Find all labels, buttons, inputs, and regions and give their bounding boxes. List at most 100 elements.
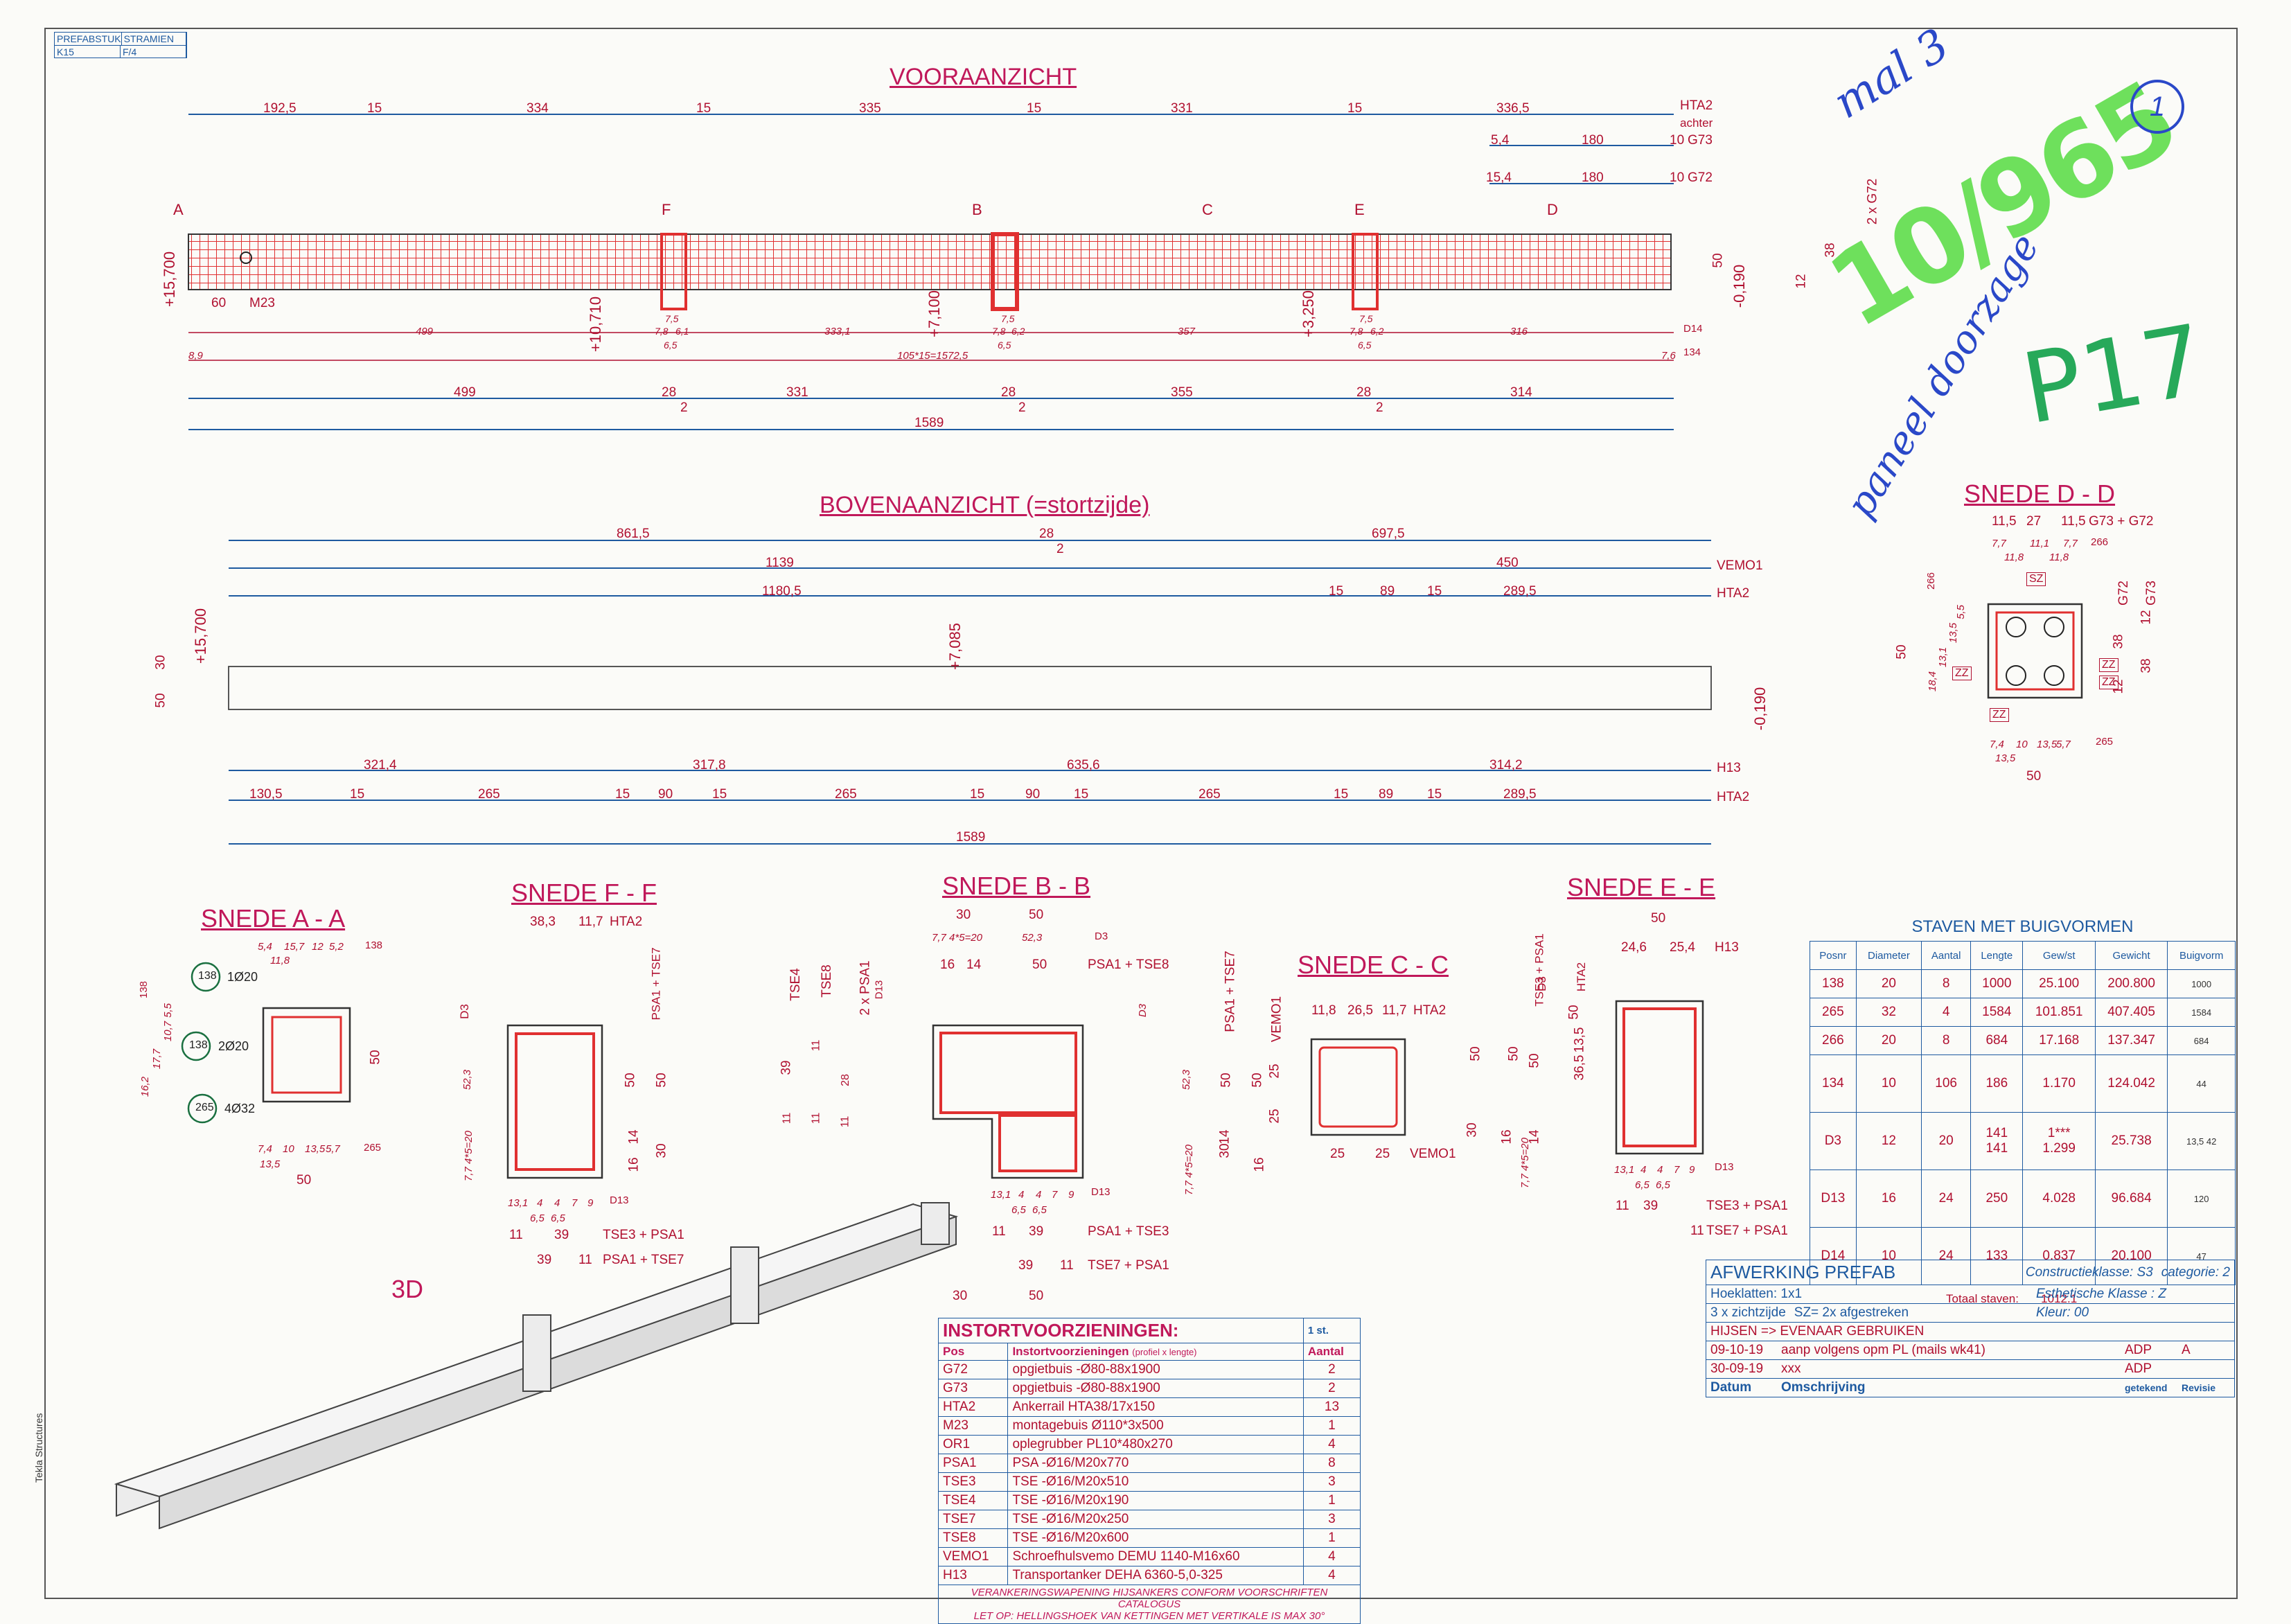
- front-col-mark: 6,2: [1370, 326, 1384, 337]
- sbb-left: 11: [781, 1112, 793, 1124]
- front-rebar: 316: [1510, 326, 1528, 337]
- afw-est: Z: [2158, 1287, 2166, 1301]
- sbb-left: 11: [810, 1039, 822, 1052]
- afw-ck: S3: [2137, 1264, 2153, 1280]
- staven-cell-value: 1.299: [2042, 1141, 2076, 1156]
- sdd-tag: ZZ: [2099, 658, 2118, 672]
- scc-bot: 25: [1330, 1147, 1345, 1161]
- saa-left: 17,7: [151, 1048, 163, 1070]
- top-bot-1-label: H13: [1717, 761, 1741, 775]
- stamp-v1: K15: [55, 46, 121, 58]
- sbb-bot1: 6,5: [1011, 1204, 1026, 1216]
- see-bot1: 6,5: [1635, 1179, 1649, 1191]
- saa-left: 5,5: [161, 1003, 174, 1018]
- saa-left: 16,2: [139, 1076, 152, 1097]
- staven-cell: 10: [1855, 1227, 1922, 1285]
- afw-est-label: Esthetische Klasse :: [2036, 1287, 2155, 1301]
- front-m23: 60: [211, 296, 227, 310]
- instort-note1: VERANKERINGSWAPENING HIJSANKERS CONFORM …: [971, 1587, 1328, 1610]
- see-top: 50: [1651, 911, 1666, 926]
- section-marker: A: [173, 201, 184, 218]
- staven-total-label: Totaal staven:: [1946, 1292, 2019, 1305]
- front-col-mark: 7,5: [665, 313, 679, 324]
- staven-bend-shape: 120: [2167, 1170, 2236, 1228]
- staven-cell: 25.738: [2094, 1112, 2168, 1170]
- front-dim-3: 355: [1171, 385, 1193, 400]
- section-aa-title: SNEDE A - A: [201, 904, 346, 933]
- front-m23: M23: [249, 296, 275, 310]
- instort-qty: 1: [1302, 1416, 1361, 1436]
- sbb-bot2: 39: [1029, 1224, 1044, 1239]
- scc-top: 26,5: [1347, 1003, 1373, 1018]
- front-dim-1: 15: [367, 101, 382, 116]
- sbb-left: 39: [779, 1060, 794, 1075]
- sff-bot1-tag: D13: [610, 1194, 629, 1206]
- stamp-h1: PREFABSTUK: [55, 33, 122, 45]
- top-bot-1: 321,4: [364, 758, 397, 773]
- section-ff: [506, 1024, 603, 1179]
- sdd-tag: ZZ: [1952, 667, 1972, 680]
- front-col-mark: 7,8: [992, 326, 1006, 337]
- front-dim-3: 28: [1001, 385, 1016, 400]
- instort-h-pos: Pos: [937, 1343, 1009, 1361]
- staven-header: Gewicht: [2094, 941, 2168, 970]
- afw-hoek-label: Hoeklatten:: [1710, 1287, 1778, 1301]
- see-bot1: 13,1: [1614, 1164, 1635, 1176]
- sbb-left: 11: [839, 1115, 851, 1128]
- see-top: 25,4: [1670, 940, 1695, 955]
- see-tag: HTA2: [1575, 962, 1589, 992]
- front-col-mark: 6,5: [664, 339, 678, 351]
- instort-pos: TSE8: [937, 1528, 1009, 1548]
- top-dim-3: 289,5: [1503, 584, 1537, 599]
- sbb-right: D3: [1137, 1003, 1149, 1018]
- staven-cell: 12: [1855, 1112, 1922, 1170]
- top-bot-2: 15: [1074, 787, 1089, 802]
- front-right-vert: 12: [1794, 274, 1809, 289]
- saa-top: 5,4: [258, 941, 272, 953]
- sff-bot2: 39: [554, 1228, 569, 1242]
- top-bot-2: 130,5: [249, 787, 283, 802]
- saa-left: 10,7: [162, 1021, 175, 1042]
- top-dim-1: 861,5: [617, 527, 650, 541]
- saa-left-tag: 138: [138, 980, 150, 999]
- section-cc-title: SNEDE C - C: [1298, 951, 1449, 979]
- see-bot1: 7: [1674, 1164, 1680, 1176]
- instort-pos: G72: [937, 1360, 1009, 1379]
- instort-title: INSTORTVOORZIENINGEN:: [938, 1318, 1304, 1343]
- front-spacing: 8,9: [188, 350, 203, 362]
- see-bot2: 11: [1616, 1199, 1629, 1213]
- sdd-top: G73 + G72: [2089, 514, 2154, 529]
- staven-cell: 16: [1855, 1170, 1922, 1228]
- sdd-left-tag: 266: [1925, 572, 1938, 590]
- staven-cell: 1000: [1970, 969, 2024, 998]
- front-dim-3: 331: [786, 385, 808, 400]
- front-col-mark: 7,8: [655, 326, 669, 337]
- instort-item: TSE -Ø16/M20x250: [1007, 1510, 1304, 1529]
- top-dim-3-label: HTA2: [1717, 586, 1750, 601]
- afw-ck-label: Constructieklasse:: [2025, 1264, 2134, 1280]
- front-rebar: 357: [1178, 326, 1196, 337]
- staven-header: Aantal: [1921, 941, 1972, 970]
- instort-item: TSE -Ø16/M20x510: [1007, 1472, 1304, 1492]
- top-level: -0,190: [1751, 687, 1769, 731]
- staven-cell: 17.168: [2022, 1026, 2096, 1055]
- sdd-left: 5,5: [1954, 605, 1967, 619]
- staven-d3-extra: 141: [1985, 1126, 2008, 1140]
- afw-kleur-label: Kleur:: [2036, 1305, 2071, 1320]
- scc-left: 25: [1267, 1109, 1282, 1124]
- instort-item: opgietbuis -Ø80-88x1900: [1007, 1360, 1304, 1379]
- sff-bot1: 4: [537, 1197, 543, 1209]
- afw-h-desc: Omschrijving: [1781, 1380, 1866, 1395]
- front-col-mark: 6,5: [1358, 339, 1372, 351]
- instort-pos: M23: [937, 1416, 1009, 1436]
- top-dim-1-sub: 2: [1056, 542, 1064, 556]
- staven-cell: 101.851: [2022, 998, 2096, 1027]
- instort-pos: G73: [937, 1379, 1009, 1398]
